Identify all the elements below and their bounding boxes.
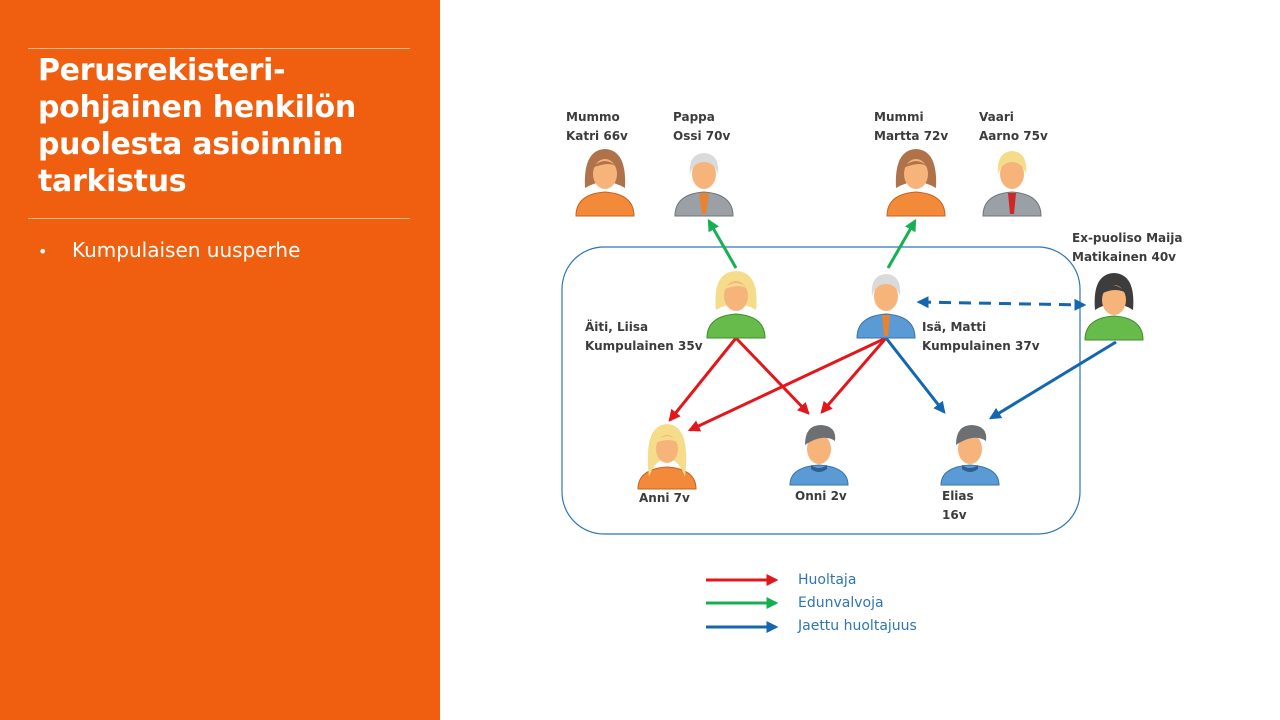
- female-avatar-icon: [575, 149, 635, 217]
- huoltaja-arrow-aiti-onni: [734, 336, 810, 415]
- girl-avatar-icon: [637, 424, 697, 490]
- title-rule-bottom: [28, 218, 410, 219]
- label-elias: Elias 16v: [942, 489, 974, 522]
- blonde-woman-avatar-icon: [706, 271, 766, 339]
- label-anni: Anni 7v: [639, 491, 690, 505]
- grey-haired-man-avatar-icon: [674, 153, 734, 217]
- bullet-text: Kumpulaisen uusperhe: [72, 238, 301, 262]
- boy-avatar-icon: [940, 425, 1000, 486]
- dark-haired-woman-avatar-icon: [1084, 273, 1144, 341]
- grey-haired-man-avatar-icon: [856, 274, 916, 339]
- label-mummi: Mummi Martta 72v: [874, 110, 949, 143]
- blond-man-avatar-icon: [982, 151, 1042, 217]
- label-vaari: Vaari Aarno 75v: [979, 110, 1048, 143]
- huoltaja-arrow-isa-onni: [820, 337, 888, 414]
- family-boundary: [561, 246, 1081, 535]
- label-mummo: Mummo Katri 66v: [566, 110, 628, 143]
- edunvalvoja-arrow-isa-mummi: [886, 218, 917, 269]
- legend-huoltaja-label: Huoltaja: [798, 572, 857, 588]
- title-panel: Perusrekisteri-pohjainen henkilön puoles…: [0, 0, 440, 720]
- huoltaja-arrow-aiti-anni: [668, 337, 738, 422]
- label-aiti: Äiti, Liisa Kumpulainen 35v: [585, 320, 703, 353]
- label-isa: Isä, Matti Kumpulainen 37v: [922, 320, 1040, 353]
- title-rule-top: [28, 48, 410, 49]
- edunvalvoja-arrow-aiti-pappa: [707, 218, 738, 269]
- huoltaja-arrow-isa-anni: [687, 336, 887, 432]
- bullet-item: • Kumpulaisen uusperhe: [38, 236, 300, 266]
- boy-avatar-icon: [789, 425, 849, 486]
- female-avatar-icon: [886, 149, 946, 217]
- label-onni: Onni 2v: [795, 489, 847, 503]
- jaettu-arrow-isa-expuoliso: [916, 296, 1087, 311]
- jaettu-arrow-isa-elias: [884, 337, 946, 414]
- label-expuoliso: Ex-puoliso Maija Matikainen 40v: [1072, 231, 1183, 264]
- legend-edunvalvoja-label: Edunvalvoja: [798, 595, 884, 611]
- legend-jaettu-label: Jaettu huoltajuus: [798, 618, 917, 634]
- label-pappa: Pappa Ossi 70v: [673, 110, 731, 143]
- jaettu-arrow-expuoliso-elias: [988, 340, 1117, 420]
- slide-title: Perusrekisteri-pohjainen henkilön puoles…: [38, 53, 356, 199]
- bullet-dot-icon: •: [38, 242, 48, 261]
